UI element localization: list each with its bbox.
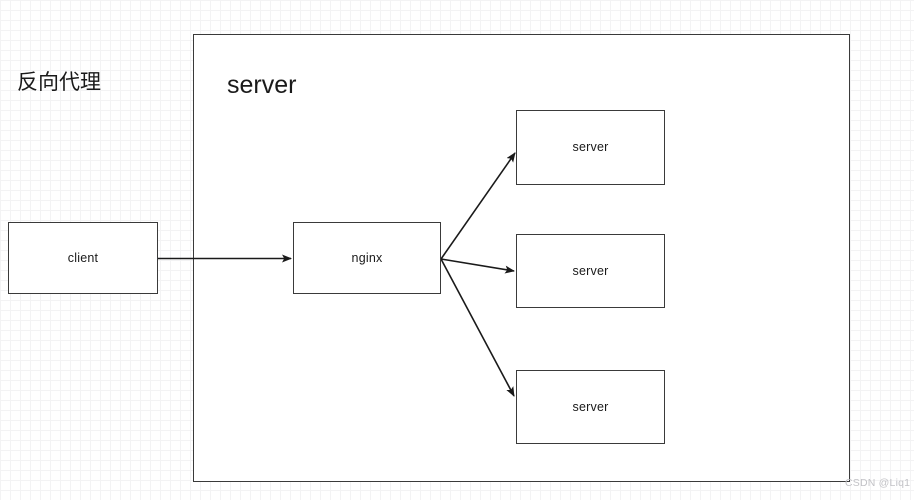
diagram-title: 反向代理 <box>17 71 101 94</box>
node-client[interactable]: client <box>8 222 158 294</box>
node-server-3-label: server <box>572 399 609 414</box>
node-server-2[interactable]: server <box>516 234 665 308</box>
watermark-text: CSDN @Liq1 <box>845 477 911 489</box>
server-group-label: server <box>227 71 297 99</box>
node-server-1-label: server <box>572 140 609 155</box>
node-server-1[interactable]: server <box>516 110 665 185</box>
node-nginx[interactable]: nginx <box>293 222 441 294</box>
node-server-3[interactable]: server <box>516 370 665 444</box>
node-server-2-label: server <box>572 263 609 278</box>
node-nginx-label: nginx <box>351 250 383 265</box>
node-client-label: client <box>67 250 99 265</box>
